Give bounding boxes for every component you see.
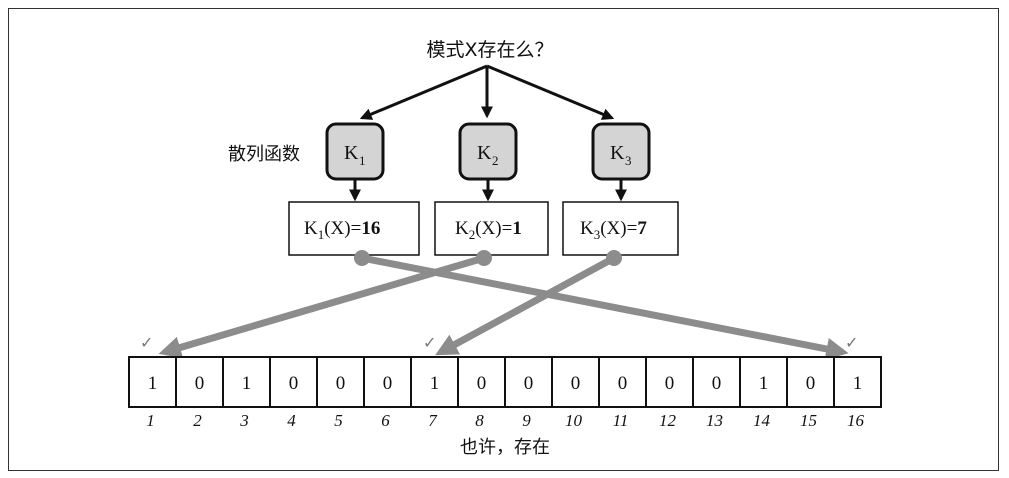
check-mark-bit-1: ✓ xyxy=(140,333,153,352)
query-arrow-k1 xyxy=(359,64,488,120)
bit-cell-8: 0 xyxy=(457,356,506,408)
query-arrows xyxy=(359,64,615,120)
bit-value-14: 1 xyxy=(759,373,769,394)
hash-function-label: 散列函数 xyxy=(228,144,300,165)
figure-frame xyxy=(8,8,999,471)
mapping-arrow-k2-to-1 xyxy=(158,254,485,359)
result-box-k3: K3(X)=7 xyxy=(562,201,679,256)
bit-value-10: 0 xyxy=(571,373,581,394)
conclusion-text: 也许，存在 xyxy=(460,437,550,458)
hash-k3-name: K xyxy=(610,142,625,164)
hash-k1-name: K xyxy=(344,142,359,164)
result-k3-name: K xyxy=(580,218,594,239)
hash-box-k1: K 1 xyxy=(325,122,385,181)
bit-value-11: 0 xyxy=(618,373,628,394)
result-k2-prefix: (X)= xyxy=(475,218,512,239)
result-k1-sub: 1 xyxy=(318,227,325,242)
check-mark-bit-7: ✓ xyxy=(423,333,436,352)
bit-value-7: 1 xyxy=(430,373,440,394)
bit-value-6: 0 xyxy=(383,373,393,394)
bit-value-2: 0 xyxy=(195,373,205,394)
hash-k2-name: K xyxy=(477,142,492,164)
bit-index-6: 6 xyxy=(381,411,390,430)
bit-cell-11: 0 xyxy=(598,356,647,408)
bit-index-11: 11 xyxy=(613,411,629,430)
bit-array: 1 0 1 0 0 0 1 0 0 0 0 0 0 1 0 1 xyxy=(128,356,882,408)
bit-index-2: 2 xyxy=(193,411,202,430)
svg-text:K1(X)=16: K1(X)=16 xyxy=(304,218,380,242)
bit-cell-14: 1 xyxy=(739,356,788,408)
hash-k3-sub: 3 xyxy=(625,153,632,168)
result-k3-sub: 3 xyxy=(594,227,601,242)
bit-value-12: 0 xyxy=(665,373,675,394)
result-k3-value: 7 xyxy=(637,218,647,239)
bit-index-12: 12 xyxy=(659,411,677,430)
hash-box-k3: K 3 xyxy=(591,122,651,181)
bit-index-5: 5 xyxy=(334,411,343,430)
bit-value-4: 0 xyxy=(289,373,299,394)
mapping-arrow-k3-to-7 xyxy=(435,254,616,356)
bit-cell-6: 0 xyxy=(363,356,412,408)
bit-cell-15: 0 xyxy=(786,356,835,408)
bit-index-13: 13 xyxy=(706,411,723,430)
bit-index-1: 1 xyxy=(146,411,155,430)
bit-value-15: 0 xyxy=(806,373,816,394)
bit-value-13: 0 xyxy=(712,373,722,394)
bit-cell-7: 1 xyxy=(410,356,459,408)
bit-value-8: 0 xyxy=(477,373,487,394)
bit-cell-1: 1 xyxy=(128,356,177,408)
mapping-dot-k1 xyxy=(354,250,370,266)
bit-cell-13: 0 xyxy=(692,356,741,408)
bit-value-1: 1 xyxy=(148,373,158,394)
bit-index-15: 15 xyxy=(800,411,817,430)
result-k1-prefix: (X)= xyxy=(324,218,361,239)
hash-k2-sub: 2 xyxy=(492,153,499,168)
result-box-k2: K2(X)=1 xyxy=(434,201,549,256)
bit-value-16: 1 xyxy=(853,373,863,394)
bit-value-5: 0 xyxy=(336,373,346,394)
result-k3-prefix: (X)= xyxy=(600,218,637,239)
result-k2-sub: 2 xyxy=(469,227,476,242)
hash-to-result-arrows xyxy=(349,180,627,202)
bit-index-14: 14 xyxy=(753,411,771,430)
result-k1-name: K xyxy=(304,218,318,239)
bit-cell-3: 1 xyxy=(222,356,271,408)
result-box-k1: K1(X)=16 xyxy=(288,201,420,256)
bit-index-4: 4 xyxy=(287,411,296,430)
mapping-arrows xyxy=(158,250,849,360)
bit-index-7: 7 xyxy=(428,411,438,430)
bit-index-10: 10 xyxy=(565,411,583,430)
result-k2-value: 1 xyxy=(512,218,522,239)
bit-index-8: 8 xyxy=(475,411,484,430)
bit-value-3: 1 xyxy=(242,373,252,394)
query-arrow-k3 xyxy=(486,64,615,120)
bit-cell-10: 0 xyxy=(551,356,600,408)
bit-cell-12: 0 xyxy=(645,356,694,408)
svg-text:K3(X)=7: K3(X)=7 xyxy=(580,218,647,242)
hash-box-k2: K 2 xyxy=(458,122,518,181)
bit-cell-9: 0 xyxy=(504,356,553,408)
bit-index-9: 9 xyxy=(522,411,531,430)
mapping-dot-k2 xyxy=(476,250,492,266)
bit-cell-5: 0 xyxy=(316,356,365,408)
check-mark-bit-16: ✓ xyxy=(845,333,858,352)
result-k2-name: K xyxy=(455,218,469,239)
result-k1-value: 16 xyxy=(361,218,380,239)
svg-text:K2(X)=1: K2(X)=1 xyxy=(455,218,522,242)
bit-value-9: 0 xyxy=(524,373,534,394)
bit-index-3: 3 xyxy=(239,411,249,430)
mapping-dot-k3 xyxy=(606,250,622,266)
bit-cell-4: 0 xyxy=(269,356,318,408)
hash-k1-sub: 1 xyxy=(359,153,366,168)
bit-index-16: 16 xyxy=(847,411,865,430)
bit-cell-16: 1 xyxy=(833,356,882,408)
question-text: 模式X存在么？ xyxy=(426,39,553,61)
bit-cell-2: 0 xyxy=(175,356,224,408)
